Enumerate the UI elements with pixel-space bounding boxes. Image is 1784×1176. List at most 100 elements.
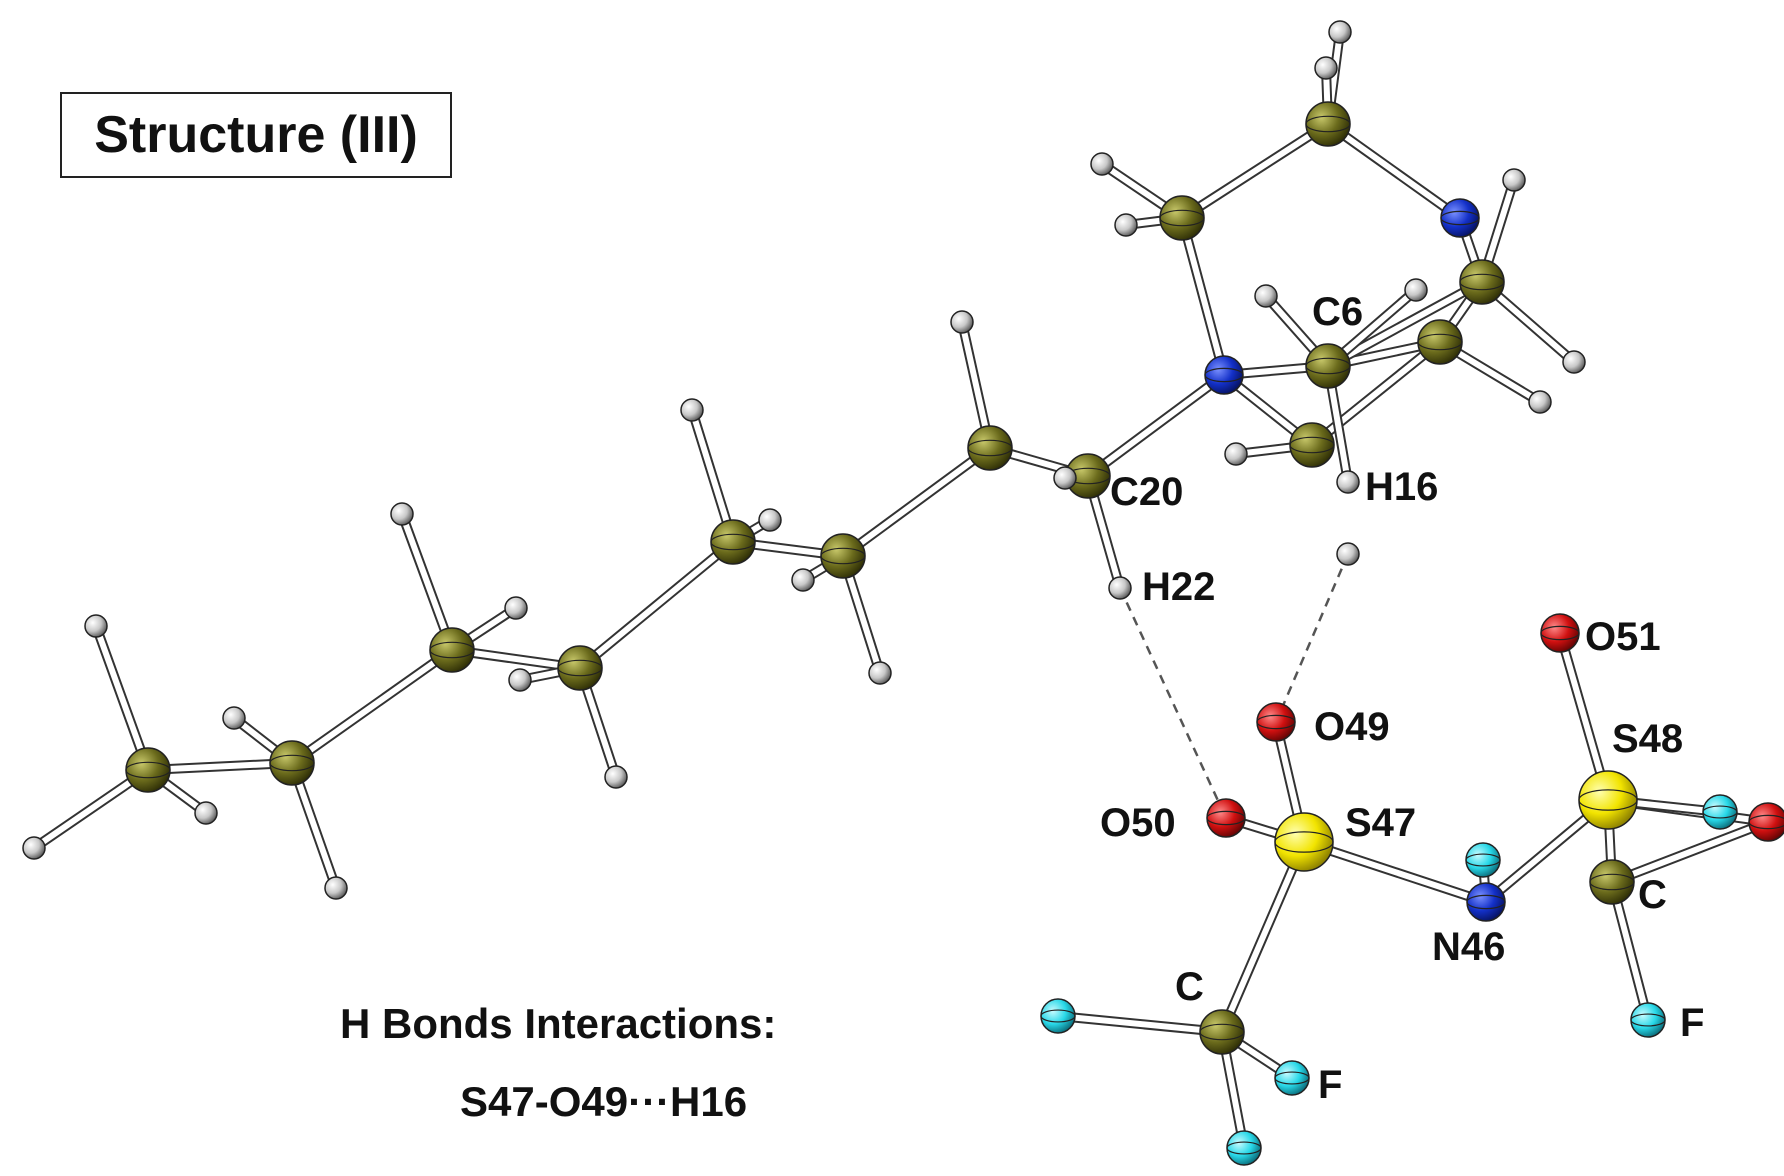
bond-cL-fL1: [1053, 1011, 1227, 1037]
atom-h8: [1254, 284, 1278, 308]
atom-r3: [1459, 259, 1505, 305]
atom-n46: [1466, 882, 1506, 922]
atom-ring-hn: [1465, 853, 1501, 867]
atom-layer: [22, 20, 1784, 1166]
atom-h3: [1328, 20, 1352, 44]
atom-ring-cR: [1589, 873, 1635, 891]
label-f-left: F: [1318, 1063, 1342, 1107]
atom-h4a: [504, 596, 528, 620]
bond-layer: [29, 27, 1773, 1153]
atom-ring-r7: [1289, 436, 1335, 454]
bond-r2-n2: [1323, 119, 1465, 223]
label-layer: C6 C20 H16 H22 O51 O49 S48 O50 S47 N46 C…: [1100, 290, 1704, 1107]
atom-o49: [1256, 702, 1296, 742]
hbond-line-2: [1274, 553, 1350, 723]
bond-s47-cL: [1217, 837, 1309, 1037]
atom-c2: [269, 740, 315, 786]
bond-r6-r3: [1323, 277, 1487, 371]
atom-fL1: [1040, 998, 1076, 1034]
atom-fL3: [1226, 1130, 1262, 1166]
atom-ring-c6: [820, 547, 866, 565]
atom-ring-n46: [1466, 894, 1506, 910]
label-s48: S48: [1612, 717, 1683, 761]
bond-r7-r4: [1307, 337, 1445, 450]
atom-hn: [1465, 842, 1501, 878]
atom-ring-f52: [1702, 805, 1738, 819]
atom-ring-n1: [1204, 367, 1244, 383]
atom-ring-fL1: [1040, 1009, 1076, 1023]
atom-ring-fL2: [1274, 1071, 1310, 1085]
atom-ring-s47: [1274, 831, 1334, 853]
atom-h3a: [390, 502, 414, 526]
bond-c5-h5a: [687, 405, 738, 547]
label-c-right: C: [1638, 873, 1667, 917]
bond-c1-h1b: [29, 765, 153, 853]
bond-cR-o52: [1607, 817, 1773, 887]
atom-o51: [1540, 613, 1580, 653]
label-o50: O50: [1100, 801, 1176, 845]
atom-r6: [1305, 343, 1351, 389]
label-o49: O49: [1314, 705, 1390, 749]
atom-h22: [1108, 576, 1132, 600]
structure-title: Structure (III): [60, 92, 452, 178]
bond-c1-h1a: [91, 621, 153, 775]
atom-r7: [1289, 422, 1335, 468]
hbond-item-1: S47-O49···H16: [460, 1078, 748, 1125]
atom-h4b: [604, 765, 628, 789]
atom-r1: [1159, 195, 1205, 241]
atom-h2: [1114, 213, 1138, 237]
label-o51: O51: [1585, 615, 1661, 659]
atom-h20b: [1053, 466, 1077, 490]
atom-h6a: [758, 508, 782, 532]
atom-ring-c5: [710, 533, 756, 551]
atom-n1: [1204, 355, 1244, 395]
label-s47: S47: [1345, 801, 1416, 845]
bond-c1-c2: [143, 758, 297, 775]
atom-h5a: [680, 398, 704, 422]
atom-cR: [1589, 859, 1635, 905]
atom-ring-c1: [125, 761, 171, 779]
label-c6: C6: [1312, 290, 1363, 334]
atom-n2: [1440, 198, 1480, 238]
atom-c3: [429, 627, 475, 673]
bond-c6-c7: [838, 443, 995, 561]
atom-h5b: [791, 568, 815, 592]
atom-ring-c7: [967, 439, 1013, 457]
atom-c6: [820, 533, 866, 579]
atom-h3b: [508, 668, 532, 692]
bond-n1-r1: [1177, 213, 1229, 380]
atom-h2a: [222, 706, 246, 730]
atom-cL: [1199, 1009, 1245, 1055]
bond-c3-h3a: [397, 509, 457, 655]
atom-h4: [1314, 56, 1338, 80]
atom-o50: [1206, 798, 1246, 838]
atom-h5: [1502, 168, 1526, 192]
atom-h6: [1562, 350, 1586, 374]
atom-s47: [1274, 812, 1334, 872]
hbond-line-1: [1118, 587, 1228, 819]
atom-ring-fR: [1630, 1013, 1666, 1027]
atom-ring-o51: [1540, 625, 1580, 641]
atom-ring-r4: [1417, 333, 1463, 351]
atom-h6b: [868, 661, 892, 685]
atom-ring-c2: [269, 754, 315, 772]
atom-ring-r6: [1305, 357, 1351, 375]
atom-h16: [1336, 470, 1360, 494]
atom-h1c: [194, 801, 218, 825]
atom-h9: [1404, 278, 1428, 302]
bond-s47-n46: [1299, 837, 1491, 907]
atom-h20a: [950, 310, 974, 334]
label-c-left: C: [1175, 965, 1204, 1009]
atom-ring-c3: [429, 641, 475, 659]
atom-c4: [557, 645, 603, 691]
atom-h7: [1528, 390, 1552, 414]
atom-h1: [1090, 152, 1114, 176]
atom-ring-s48: [1578, 789, 1638, 811]
atom-h1a: [84, 614, 108, 638]
atom-ring-r1: [1159, 209, 1205, 227]
atom-fR: [1630, 1002, 1666, 1038]
atom-s48: [1578, 770, 1638, 830]
atom-ring-c4: [557, 659, 603, 677]
